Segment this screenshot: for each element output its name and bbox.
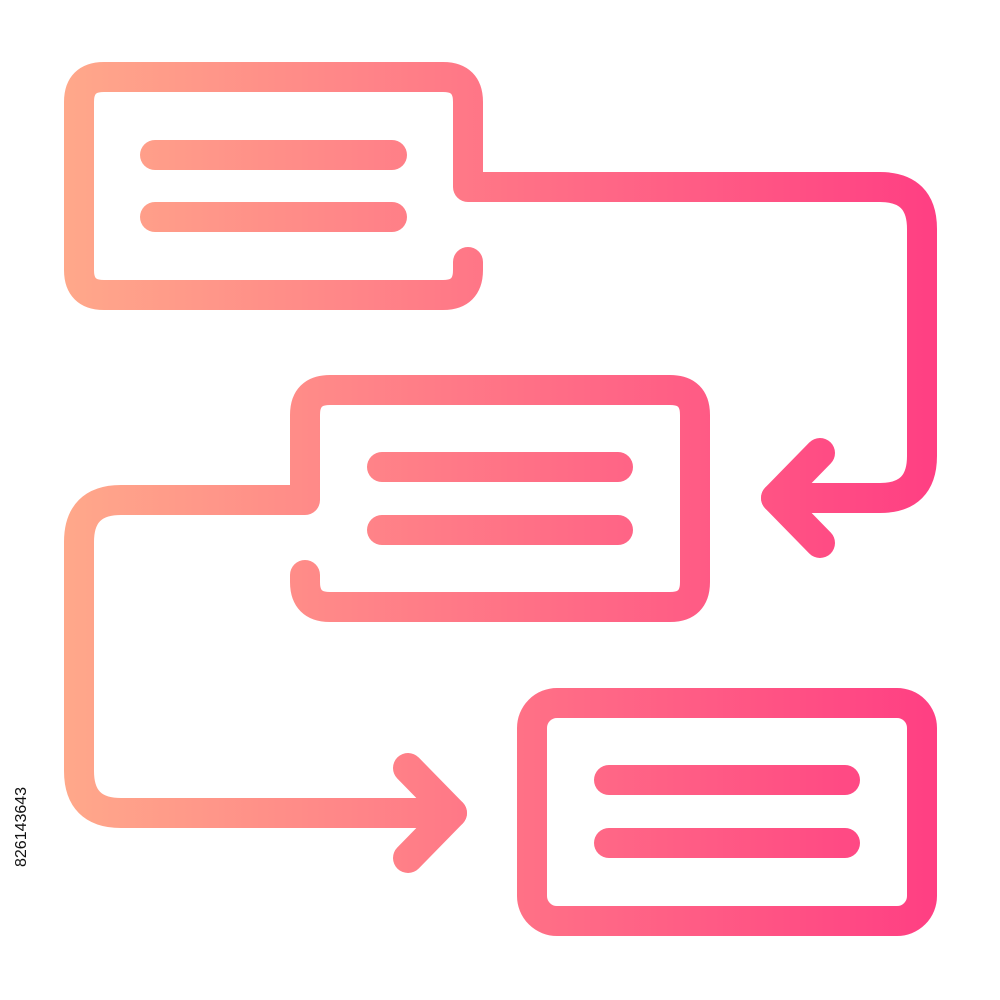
stock-id-text: 826143643 [13, 786, 30, 868]
box-2-outline [64, 375, 710, 828]
box-3-outline [517, 688, 937, 936]
box-1-outline [64, 62, 937, 513]
arrow-left-head [761, 438, 835, 558]
arrow-right-head [393, 753, 467, 873]
